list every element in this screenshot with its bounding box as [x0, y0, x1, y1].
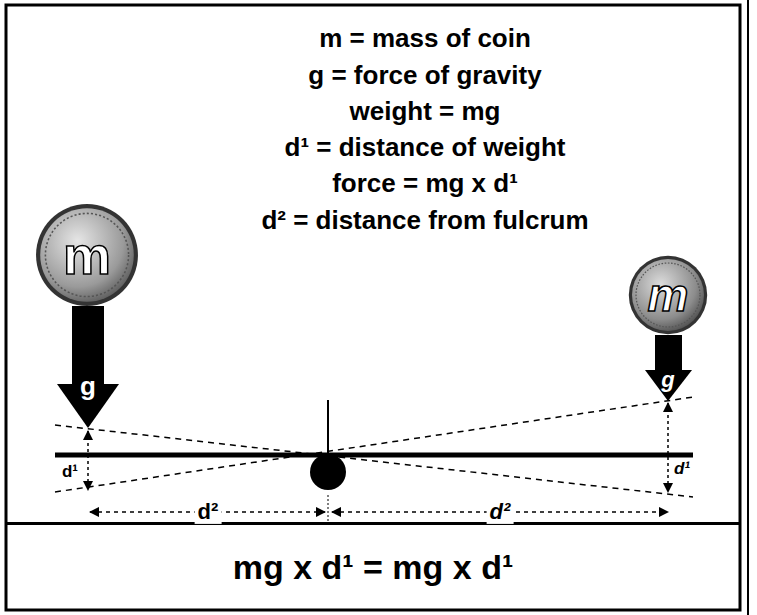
gravity-arrow	[655, 335, 682, 372]
coin: m	[35, 203, 139, 307]
coin: m	[628, 255, 708, 335]
distance-arrow	[667, 403, 669, 492]
definition: d¹ = distance of weight	[285, 133, 566, 162]
distance-arrow	[87, 431, 89, 490]
lever-bar	[55, 453, 693, 458]
distance-label: d¹	[59, 463, 81, 482]
frame	[6, 5, 740, 610]
distance-label: d²	[487, 500, 514, 524]
definition: d² = distance from fulcrum	[261, 206, 588, 235]
gravity-label: g	[80, 372, 96, 401]
tilt-line	[55, 397, 693, 492]
distance-label: d²	[195, 500, 222, 524]
fulcrum-post	[327, 400, 329, 455]
definition: force = mg x d¹	[332, 169, 518, 198]
mass-symbol: m	[63, 224, 111, 286]
equation-box: mg x d¹ = mg x d¹	[6, 522, 740, 610]
definition: g = force of gravity	[308, 61, 541, 90]
mass-symbol: m	[648, 268, 689, 322]
gravity-label: g	[661, 368, 674, 392]
fulcrum	[310, 454, 346, 490]
frame-edge	[747, 0, 749, 615]
equation: mg x d¹ = mg x d¹	[233, 548, 514, 587]
definition: m = mass of coin	[319, 24, 531, 53]
definition: weight = mg	[350, 97, 501, 126]
tick	[328, 495, 329, 522]
distance-label: d¹	[671, 460, 693, 479]
tilt-line	[55, 425, 693, 497]
